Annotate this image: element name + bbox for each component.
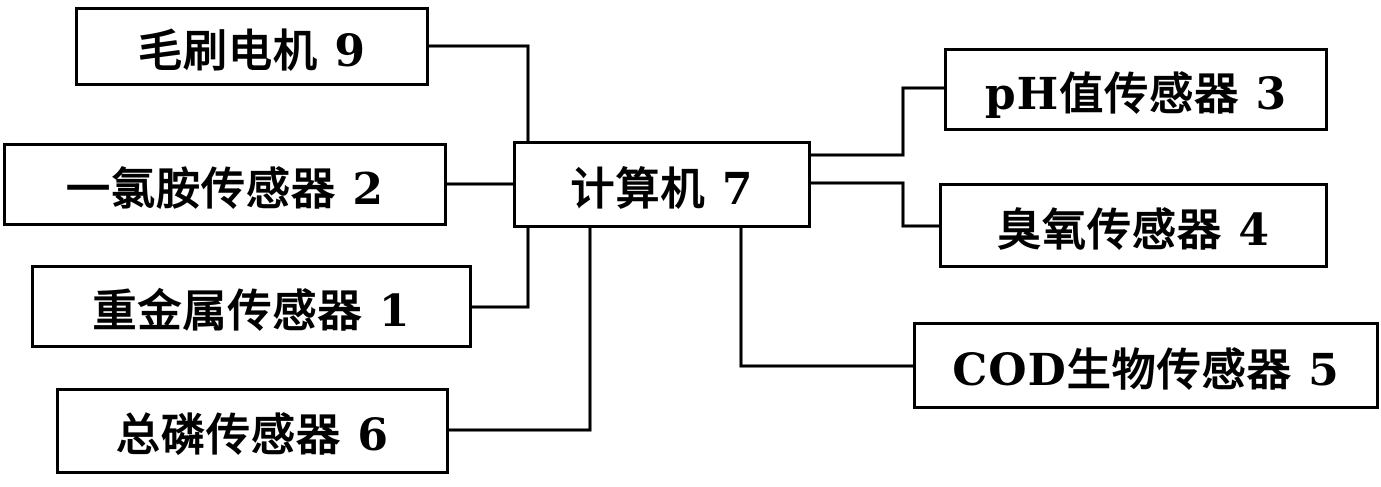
brush-motor-box: 毛刷电机 9 bbox=[75, 7, 429, 86]
connector-ph-sensor bbox=[808, 86, 946, 157]
monochloramine-sensor-box: 一氯胺传感器 2 bbox=[3, 143, 447, 226]
total-phosphorus-sensor-label: 总磷传感器 6 bbox=[116, 410, 389, 461]
cod-sensor-label: COD生物传感器 5 bbox=[952, 344, 1340, 396]
brush-motor-label: 毛刷电机 9 bbox=[138, 25, 366, 77]
computer-node: 计算机 7 bbox=[513, 141, 811, 228]
ozone-sensor-label: 臭氧传感器 4 bbox=[997, 204, 1270, 256]
connector-ozone-sensor bbox=[808, 181, 941, 228]
connector-brush-motor bbox=[427, 44, 530, 143]
cod-sensor-box: COD生物传感器 5 bbox=[913, 322, 1379, 409]
ozone-sensor-box: 臭氧传感器 4 bbox=[939, 183, 1328, 268]
heavy-metal-sensor-box: 重金属传感器 1 bbox=[31, 265, 472, 348]
total-phosphorus-sensor-box: 总磷传感器 6 bbox=[56, 388, 449, 474]
connector-heavy-metal-sensor bbox=[470, 226, 530, 309]
ph-sensor-label: pH值传感器 3 bbox=[984, 68, 1288, 120]
ph-sensor-box: pH值传感器 3 bbox=[944, 48, 1328, 131]
heavy-metal-sensor-label: 重金属传感器 1 bbox=[92, 285, 411, 337]
connector-cod-sensor bbox=[739, 226, 915, 368]
monochloramine-sensor-label: 一氯胺传感器 2 bbox=[66, 163, 384, 215]
computer-label: 计算机 7 bbox=[570, 163, 754, 215]
connector-total-phosphorus-sensor bbox=[447, 226, 592, 432]
